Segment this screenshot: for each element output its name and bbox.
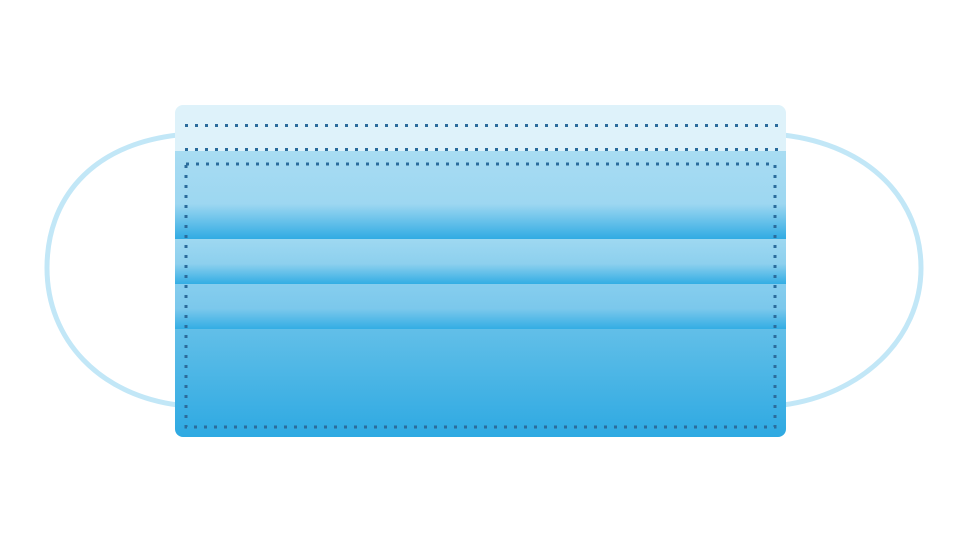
stitching — [184, 124, 778, 429]
mask-body — [175, 105, 786, 437]
pleat-2 — [175, 239, 786, 284]
top-band — [175, 105, 786, 151]
lower-panel — [175, 329, 786, 437]
stitch-border — [184, 162, 777, 429]
left-ear-loop — [44, 132, 179, 408]
pleat-3 — [175, 284, 786, 329]
right-ear-loop — [782, 132, 924, 408]
pleat-1 — [175, 151, 786, 239]
